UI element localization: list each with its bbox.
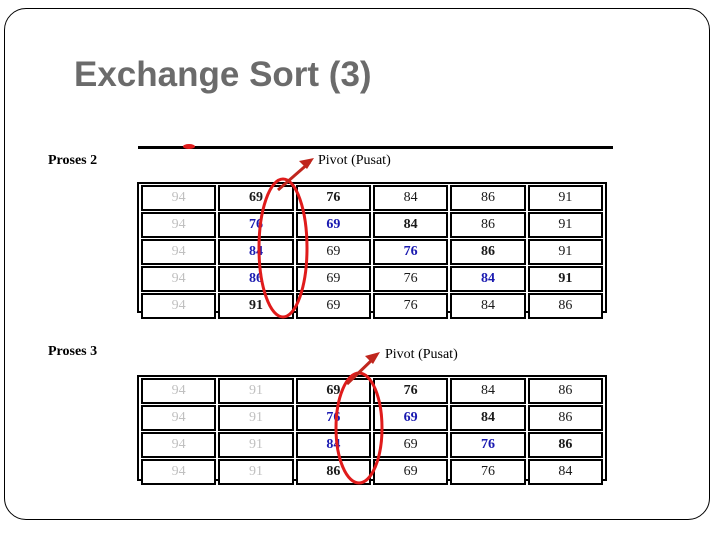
table-cell: 86: [450, 185, 526, 211]
table-cell: 91: [527, 239, 603, 265]
table-cell: 91: [218, 378, 294, 404]
table-cell: 69: [372, 459, 449, 485]
table-cell: 69: [372, 432, 449, 458]
table-cell: 91: [218, 405, 294, 431]
table-cell: 94: [141, 212, 217, 238]
table-cell: 84: [527, 459, 603, 485]
table-cell: 86: [450, 239, 526, 265]
table-cell: 84: [372, 185, 449, 211]
table-cell: 76: [372, 239, 449, 265]
table-cell: 69: [295, 266, 371, 292]
table-cell: 91: [218, 293, 294, 319]
proses-3-label: Proses 3: [48, 344, 98, 359]
table-cell: 76: [295, 185, 371, 211]
table-cell: 91: [218, 432, 294, 458]
table-cell: 86: [527, 378, 603, 404]
proses-3-pivot-label: Pivot (Pusat): [385, 347, 458, 362]
table-cell: 86: [295, 459, 371, 485]
proses-2-divider-rule: [138, 146, 613, 149]
table-cell: 94: [141, 405, 217, 431]
table-cell: 91: [527, 212, 603, 238]
table-cell: 69: [295, 212, 371, 238]
table-cell: 84: [218, 239, 294, 265]
table-cell: 94: [141, 432, 217, 458]
table-cell: 76: [218, 212, 294, 238]
table-cell: 94: [141, 266, 217, 292]
table-cell: 69: [218, 185, 294, 211]
table-cell: 91: [527, 266, 603, 292]
table-cell: 86: [527, 405, 603, 431]
table-cell: 69: [295, 293, 371, 319]
table-cell: 84: [295, 432, 371, 458]
table-cell: 69: [372, 405, 449, 431]
table-cell: 84: [450, 405, 526, 431]
table-cell: 84: [450, 293, 526, 319]
table-cell: 91: [527, 185, 603, 211]
table-cell: 76: [450, 459, 526, 485]
table-cell: 91: [218, 459, 294, 485]
proses-2-red-tick-mark: [183, 144, 195, 149]
table-cell: 76: [295, 405, 371, 431]
table-cell: 84: [450, 266, 526, 292]
table-cell: 76: [372, 378, 449, 404]
table-cell: 84: [450, 378, 526, 404]
table-cell: 94: [141, 239, 217, 265]
table-cell: 76: [372, 293, 449, 319]
table-cell: 76: [372, 266, 449, 292]
proses-2-label: Proses 2: [48, 153, 98, 168]
table-cell: 94: [141, 378, 217, 404]
table-cell: 94: [141, 185, 217, 211]
table-cell: 94: [141, 459, 217, 485]
table-cell: 86: [527, 432, 603, 458]
table-cell: 86: [218, 266, 294, 292]
table-cell: 76: [450, 432, 526, 458]
table-cell: 86: [450, 212, 526, 238]
table-cell: 86: [527, 293, 603, 319]
proses-2-pivot-label: Pivot (Pusat): [318, 153, 391, 168]
page-title: Exchange Sort (3): [74, 55, 372, 94]
table-cell: 69: [295, 378, 371, 404]
table-cell: 94: [141, 293, 217, 319]
table-cell: 84: [372, 212, 449, 238]
table-cell: 69: [295, 239, 371, 265]
